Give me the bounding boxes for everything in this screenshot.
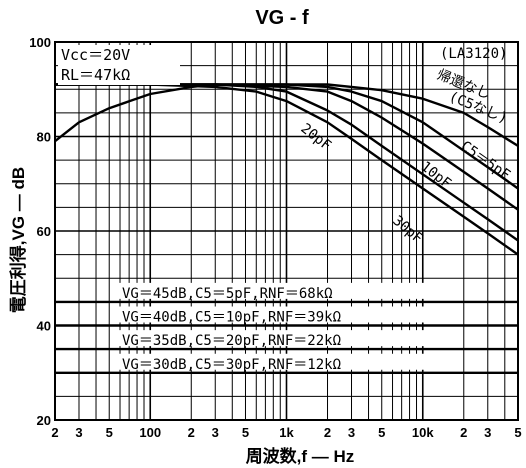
x-tick-label: 3	[212, 425, 219, 440]
y-tick-label: 60	[37, 224, 51, 239]
x-tick-label: 5	[378, 425, 385, 440]
series-label-6: VG＝40dB,C5＝10pF,RNF＝39kΩ	[122, 310, 341, 326]
flat-label-bg	[118, 282, 448, 299]
x-tick-label: 3	[348, 425, 355, 440]
annotations: Vcc＝20VRL＝47kΩ(LA3120)帰還なし(C5なし)C5＝5pF10…	[58, 45, 513, 373]
series-lines	[54, 83, 519, 374]
x-axis-label: 周波数,f — Hz	[246, 446, 355, 466]
chart-title: VG - f	[255, 7, 309, 29]
series-label-8: VG＝30dB,C5＝30pF,RNF＝12kΩ	[122, 357, 341, 373]
y-tick-label: 80	[37, 130, 51, 145]
x-tick-label: 3	[75, 425, 82, 440]
conditions-box	[58, 45, 180, 85]
x-tick-label: 3	[484, 425, 491, 440]
x-tick-label: 2	[188, 425, 195, 440]
flat-label-bg	[118, 353, 448, 370]
series-label-7: VG＝35dB,C5＝20pF,RNF＝22kΩ	[122, 333, 341, 349]
tick-labels: 2 3 5 100 2 3 5 1k 2 3 5 10k 2 3 5 20 40 60 80 100	[29, 35, 521, 440]
x-tick-label: 10k	[412, 425, 434, 440]
x-tick-label: 2	[51, 425, 58, 440]
annotation-model: (LA3120)	[440, 46, 507, 62]
y-tick-label: 100	[29, 35, 51, 50]
x-tick-label: 5	[242, 425, 249, 440]
series-line-4	[55, 83, 519, 256]
x-tick-label: 1k	[279, 425, 294, 440]
x-tick-label: 2	[324, 425, 331, 440]
annotation-20pf: 20pF	[298, 121, 334, 154]
condition-vcc: Vcc＝20V	[61, 46, 130, 64]
series-label-5: VG＝45dB,C5＝5pF,RNF＝68kΩ	[122, 286, 333, 302]
y-tick-label: 20	[37, 413, 51, 428]
flat-label-bg	[118, 330, 448, 347]
annotation-30pf: 30pF	[389, 213, 425, 247]
x-tick-label: 5	[106, 425, 113, 440]
x-tick-label: 5	[514, 425, 521, 440]
flat-label-bg	[118, 306, 448, 323]
y-tick-label: 40	[37, 319, 51, 334]
x-tick-label: 2	[460, 425, 467, 440]
x-tick-label: 100	[139, 425, 161, 440]
y-axis-label: 電圧利得,VG — dB	[8, 167, 28, 313]
condition-rl: RL＝47kΩ	[61, 66, 130, 84]
series-line-3	[55, 83, 519, 242]
